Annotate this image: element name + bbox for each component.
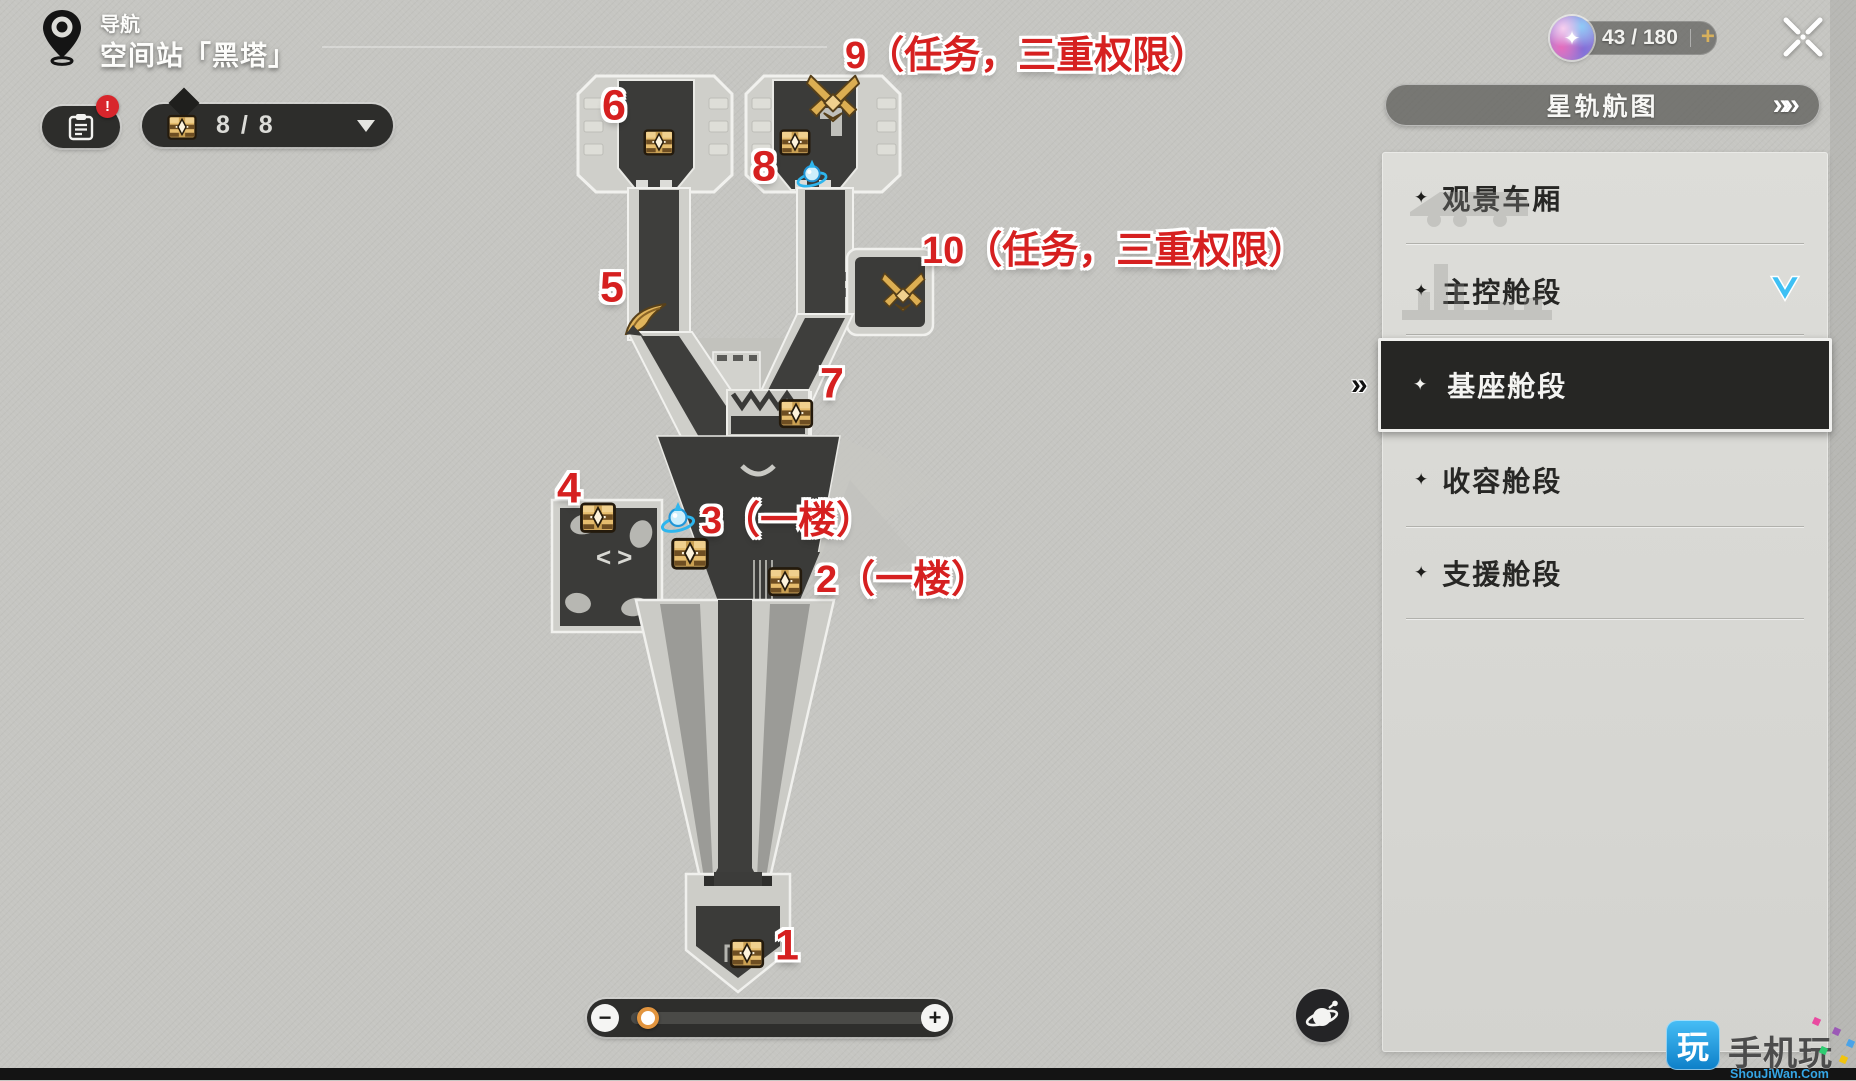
page-title: 空间站「黑塔」	[100, 41, 296, 71]
current-selection-arrow-icon: »	[1351, 368, 1368, 401]
sidebar-title: 星轨航图	[1546, 93, 1659, 121]
sidebar-item-guanjing[interactable]: ✦ 观景车厢	[1382, 152, 1828, 243]
double-chevron-right-icon: »»	[1772, 88, 1800, 121]
nav-label: 导航	[100, 14, 140, 36]
clipboard-icon	[68, 114, 94, 141]
diamond-bullet-icon: ✦	[1414, 187, 1429, 207]
watermark-site: ShouJiWan.Com	[1730, 1067, 1829, 1081]
treasure-chest-icon	[580, 502, 616, 533]
list-divider	[1406, 243, 1804, 244]
treasure-chest-icon	[671, 537, 709, 570]
chest-counter-icon	[164, 108, 200, 149]
bottom-letterbox-bar	[0, 1068, 1856, 1080]
close-icon	[1783, 17, 1823, 57]
map-geometry	[550, 74, 948, 994]
chevron-down-icon	[357, 119, 375, 132]
watermark-brand: 手机玩	[1728, 1035, 1833, 1073]
list-divider	[1406, 618, 1804, 619]
chest-counter-dropdown[interactable]: 8 / 8	[142, 87, 393, 149]
trailblaze-power-pill[interactable]: ✦ 43 / 180 +	[1550, 16, 1717, 60]
location-pin-icon	[40, 8, 84, 71]
treasure-chest-icon	[767, 567, 803, 597]
room4-glyph: <>	[596, 542, 638, 572]
sidebar-item-zhiyuan[interactable]: ✦ 支援舱段	[1382, 527, 1828, 618]
zoom-slider-knob[interactable]	[637, 1007, 659, 1029]
treasure-chest-icon	[643, 129, 675, 156]
sidebar-item-label: 支援舱段	[1442, 558, 1563, 590]
pill-divider	[1689, 29, 1691, 47]
close-button[interactable]	[1779, 13, 1827, 61]
diamond-bullet-icon: ✦	[1414, 562, 1429, 582]
chest-counter-value: 8 / 8	[216, 111, 275, 139]
list-divider	[1406, 526, 1804, 527]
zoom-out-button[interactable]: −	[591, 1004, 619, 1032]
add-power-button[interactable]: +	[1700, 23, 1715, 50]
treasure-chest-icon	[778, 399, 814, 429]
trailblaze-power-value: 43 / 180	[1602, 26, 1678, 49]
region-list-panel: ✦ 观景车厢 ✦ 主控舱段 » ✦ 基座舱段 ✦ 收容舱段 ✦ 支援舱段	[1351, 152, 1832, 1052]
zoom-slider-track[interactable]	[631, 1012, 927, 1024]
sidebar-title-pill[interactable]: 星轨航图 »»	[1385, 84, 1820, 126]
list-divider	[1406, 334, 1804, 335]
sidebar-item-zhukong[interactable]: ✦ 主控舱段	[1382, 244, 1828, 338]
map-zoom-slider[interactable]: − +	[587, 999, 953, 1037]
sidebar-item-jizuo-selected[interactable]: » ✦ 基座舱段	[1351, 338, 1832, 432]
saturn-icon	[1305, 1000, 1338, 1026]
right-edge-shade	[1830, 0, 1856, 1080]
map-canvas[interactable]: <>	[0, 0, 1380, 1080]
sidebar-item-label: 基座舱段	[1447, 371, 1568, 402]
zoom-in-button[interactable]: +	[921, 1004, 949, 1032]
space-navigation-button[interactable]	[1296, 989, 1349, 1042]
diamond-bullet-icon: ✦	[1414, 470, 1429, 489]
treasure-chest-icon	[729, 939, 765, 969]
sidebar-item-label: 主控舱段	[1442, 277, 1563, 308]
watermark-logo: 玩	[1666, 1020, 1720, 1070]
expand-arrow-icon[interactable]	[1768, 274, 1802, 309]
sidebar-item-label: 观景车厢	[1442, 183, 1563, 215]
alert-badge: !	[96, 95, 119, 118]
sidebar-item-shourong[interactable]: ✦ 收容舱段	[1382, 434, 1828, 526]
trailblaze-power-icon: ✦	[1550, 16, 1594, 60]
sidebar-item-label: 收容舱段	[1442, 466, 1563, 497]
treasure-chest-icon	[779, 129, 811, 156]
diamond-bullet-icon: ✦	[1413, 375, 1428, 394]
diamond-bullet-icon: ✦	[1414, 281, 1429, 300]
header-divider-line	[322, 46, 827, 48]
